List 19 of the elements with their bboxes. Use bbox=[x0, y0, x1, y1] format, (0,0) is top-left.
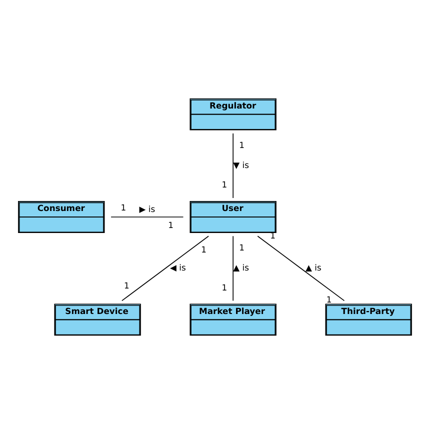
connector bbox=[232, 133, 234, 198]
connector bbox=[232, 236, 234, 302]
label: 1 bbox=[222, 282, 228, 292]
label: 1 bbox=[124, 280, 130, 290]
label: 1 bbox=[201, 244, 206, 255]
edge-label: ▶ is bbox=[139, 204, 156, 214]
label: 1 bbox=[222, 180, 228, 190]
label: 1 bbox=[326, 294, 332, 304]
connector bbox=[257, 236, 345, 302]
label: 1 bbox=[120, 202, 126, 212]
connector bbox=[122, 236, 209, 302]
label: 1 bbox=[168, 220, 174, 230]
edge-label: ▼ is bbox=[233, 160, 250, 170]
label: 1 bbox=[239, 242, 244, 253]
edge-label: ▲ is bbox=[306, 262, 322, 272]
label: 1 bbox=[239, 140, 244, 150]
edge-label: ▲ is bbox=[233, 262, 250, 272]
connector bbox=[110, 216, 184, 218]
edge-label: ◀ is bbox=[170, 262, 186, 272]
